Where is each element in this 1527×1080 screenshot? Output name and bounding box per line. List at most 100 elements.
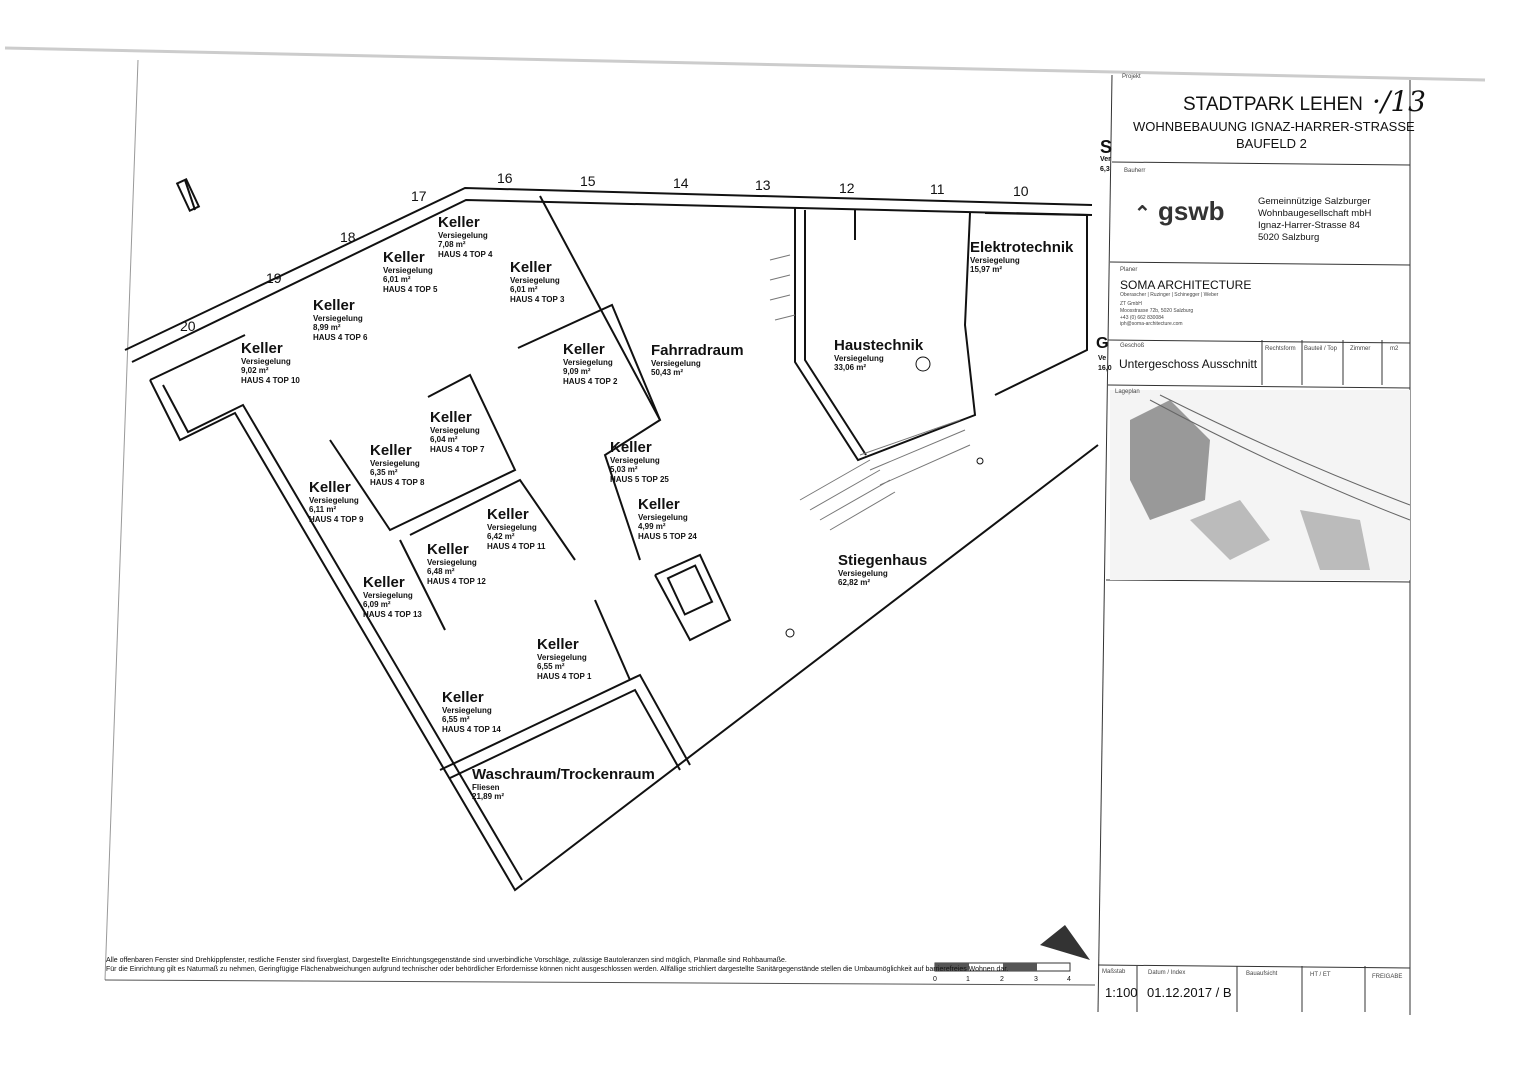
room-name: Keller xyxy=(487,506,529,523)
room-name: Haustechnik xyxy=(834,337,924,354)
client-city: 5020 Salzburg xyxy=(1258,231,1320,243)
room-unit: HAUS 4 TOP 14 xyxy=(442,724,501,734)
col-m2: m2 xyxy=(1390,346,1399,352)
room-material: Versiegelung xyxy=(651,359,701,369)
client-name: Gemeinnützige Salzburger xyxy=(1258,196,1371,207)
room-area: 9,09 m² xyxy=(563,367,591,377)
room-name: Keller xyxy=(438,214,480,231)
room-area: 15,97 m² xyxy=(970,265,1003,275)
room-area: 5,03 m² xyxy=(610,465,638,475)
room-unit: HAUS 4 TOP 9 xyxy=(309,514,364,524)
room-area: 6,01 m² xyxy=(383,275,411,285)
grid-axis-label: 18 xyxy=(340,229,356,245)
gswb-logo: ⌃ gswb xyxy=(1134,196,1225,226)
grid-axis-label: 14 xyxy=(673,175,689,191)
room-unit: HAUS 4 TOP 5 xyxy=(383,284,438,294)
room-area: 33,06 m² xyxy=(834,363,867,373)
room-unit: HAUS 4 TOP 2 xyxy=(563,376,618,386)
scale-bar-label: 2 xyxy=(1000,976,1004,983)
room-area: 50,43 m² xyxy=(651,368,684,378)
room-name: Fahrradraum xyxy=(651,342,744,359)
room-name: Elektrotechnik xyxy=(970,239,1074,256)
grid-axis-label: 15 xyxy=(580,173,596,189)
room-area: 6,48 m² xyxy=(427,567,455,577)
room-material: Versiegelung xyxy=(834,354,884,364)
handwritten-mark: ·/13 xyxy=(1372,85,1426,118)
site-plan-map xyxy=(1110,390,1411,580)
room-material: Versiegelung xyxy=(537,653,587,663)
planner-email: iph@soma-architecture.com xyxy=(1120,321,1183,328)
planner-contact: ZT GmbH Moosstrasse 72b, 5020 Salzburg +… xyxy=(1120,301,1193,328)
grid-axis-label: 13 xyxy=(755,177,771,193)
date-value: 01.12.2017 / B xyxy=(1147,985,1232,1000)
client-address: Gemeinnützige Salzburger Wohnbaugesellsc… xyxy=(1258,196,1371,244)
scale-bar-label: 3 xyxy=(1034,976,1038,983)
scale-bar-label: 4 xyxy=(1067,976,1071,983)
cut-room-material: Ve xyxy=(1098,355,1107,362)
room-name: Keller xyxy=(363,574,405,591)
room-area: 6,09 m² xyxy=(363,600,391,610)
room-name: Keller xyxy=(442,689,484,706)
room-area: 8,99 m² xyxy=(313,323,341,333)
col-rechtsform: Rechtsform xyxy=(1265,346,1296,352)
room-material: Versiegelung xyxy=(487,523,537,533)
project-title: STADTPARK LEHEN xyxy=(1183,94,1363,115)
room-name: Waschraum/Trockenraum xyxy=(472,766,655,783)
room-area: 62,82 m² xyxy=(838,578,871,588)
room-area: 6,42 m² xyxy=(487,532,515,542)
room-material: Versiegelung xyxy=(313,314,363,324)
room-area: 21,89 m² xyxy=(472,792,505,802)
cut-room-area: 6,3 xyxy=(1100,166,1110,173)
room-unit: HAUS 4 TOP 10 xyxy=(241,375,300,385)
planner-label: Planer xyxy=(1120,267,1138,273)
room-material: Versiegelung xyxy=(370,459,420,469)
room-material: Versiegelung xyxy=(438,231,488,241)
planner-partners: Oberascher | Ruzinger | Schinegger | Web… xyxy=(1120,292,1219,298)
cut-room-label-s: S xyxy=(1100,137,1113,157)
grid-axis-label: 11 xyxy=(930,181,945,197)
grid-axis-label: 17 xyxy=(411,188,427,204)
room-name: Keller xyxy=(510,259,552,276)
room-name: Keller xyxy=(313,297,355,314)
room-name: Keller xyxy=(537,636,579,653)
floor-value: Untergeschoss Ausschnitt xyxy=(1119,357,1258,371)
client-label: Bauherr xyxy=(1124,168,1146,174)
scale-value: 1:100 xyxy=(1105,985,1138,1000)
room-name: Keller xyxy=(563,341,605,358)
room-material: Versiegelung xyxy=(510,276,560,286)
room-material: Versiegelung xyxy=(383,266,433,276)
room-unit: HAUS 5 TOP 24 xyxy=(638,531,697,541)
room-material: Versiegelung xyxy=(442,706,492,716)
floor-label: Geschoß xyxy=(1120,343,1145,349)
room-unit: HAUS 4 TOP 6 xyxy=(313,332,368,342)
room-material: Versiegelung xyxy=(838,569,888,579)
room-material: Fliesen xyxy=(472,783,500,793)
grid-axis-label: 20 xyxy=(180,318,196,334)
footer-scale-label: Maßstab xyxy=(1102,969,1126,975)
cut-room-label-g: G xyxy=(1096,335,1109,352)
room-unit: HAUS 5 TOP 25 xyxy=(610,474,669,484)
planner-name: SOMA ARCHITECTURE xyxy=(1120,278,1252,292)
footer-htet-label: HT / ET xyxy=(1310,972,1331,978)
room-unit: HAUS 4 TOP 8 xyxy=(370,477,425,487)
col-bauteil: Bauteil / Top xyxy=(1304,346,1337,352)
room-name: Keller xyxy=(610,439,652,456)
room-area: 7,08 m² xyxy=(438,240,466,250)
room-area: 6,11 m² xyxy=(309,505,337,515)
footer-supervision-label: Bauaufsicht xyxy=(1246,971,1278,977)
project-subtitle-2: BAUFELD 2 xyxy=(1236,136,1307,151)
planner-phone: +43 (0) 662 830084 xyxy=(1120,314,1164,321)
